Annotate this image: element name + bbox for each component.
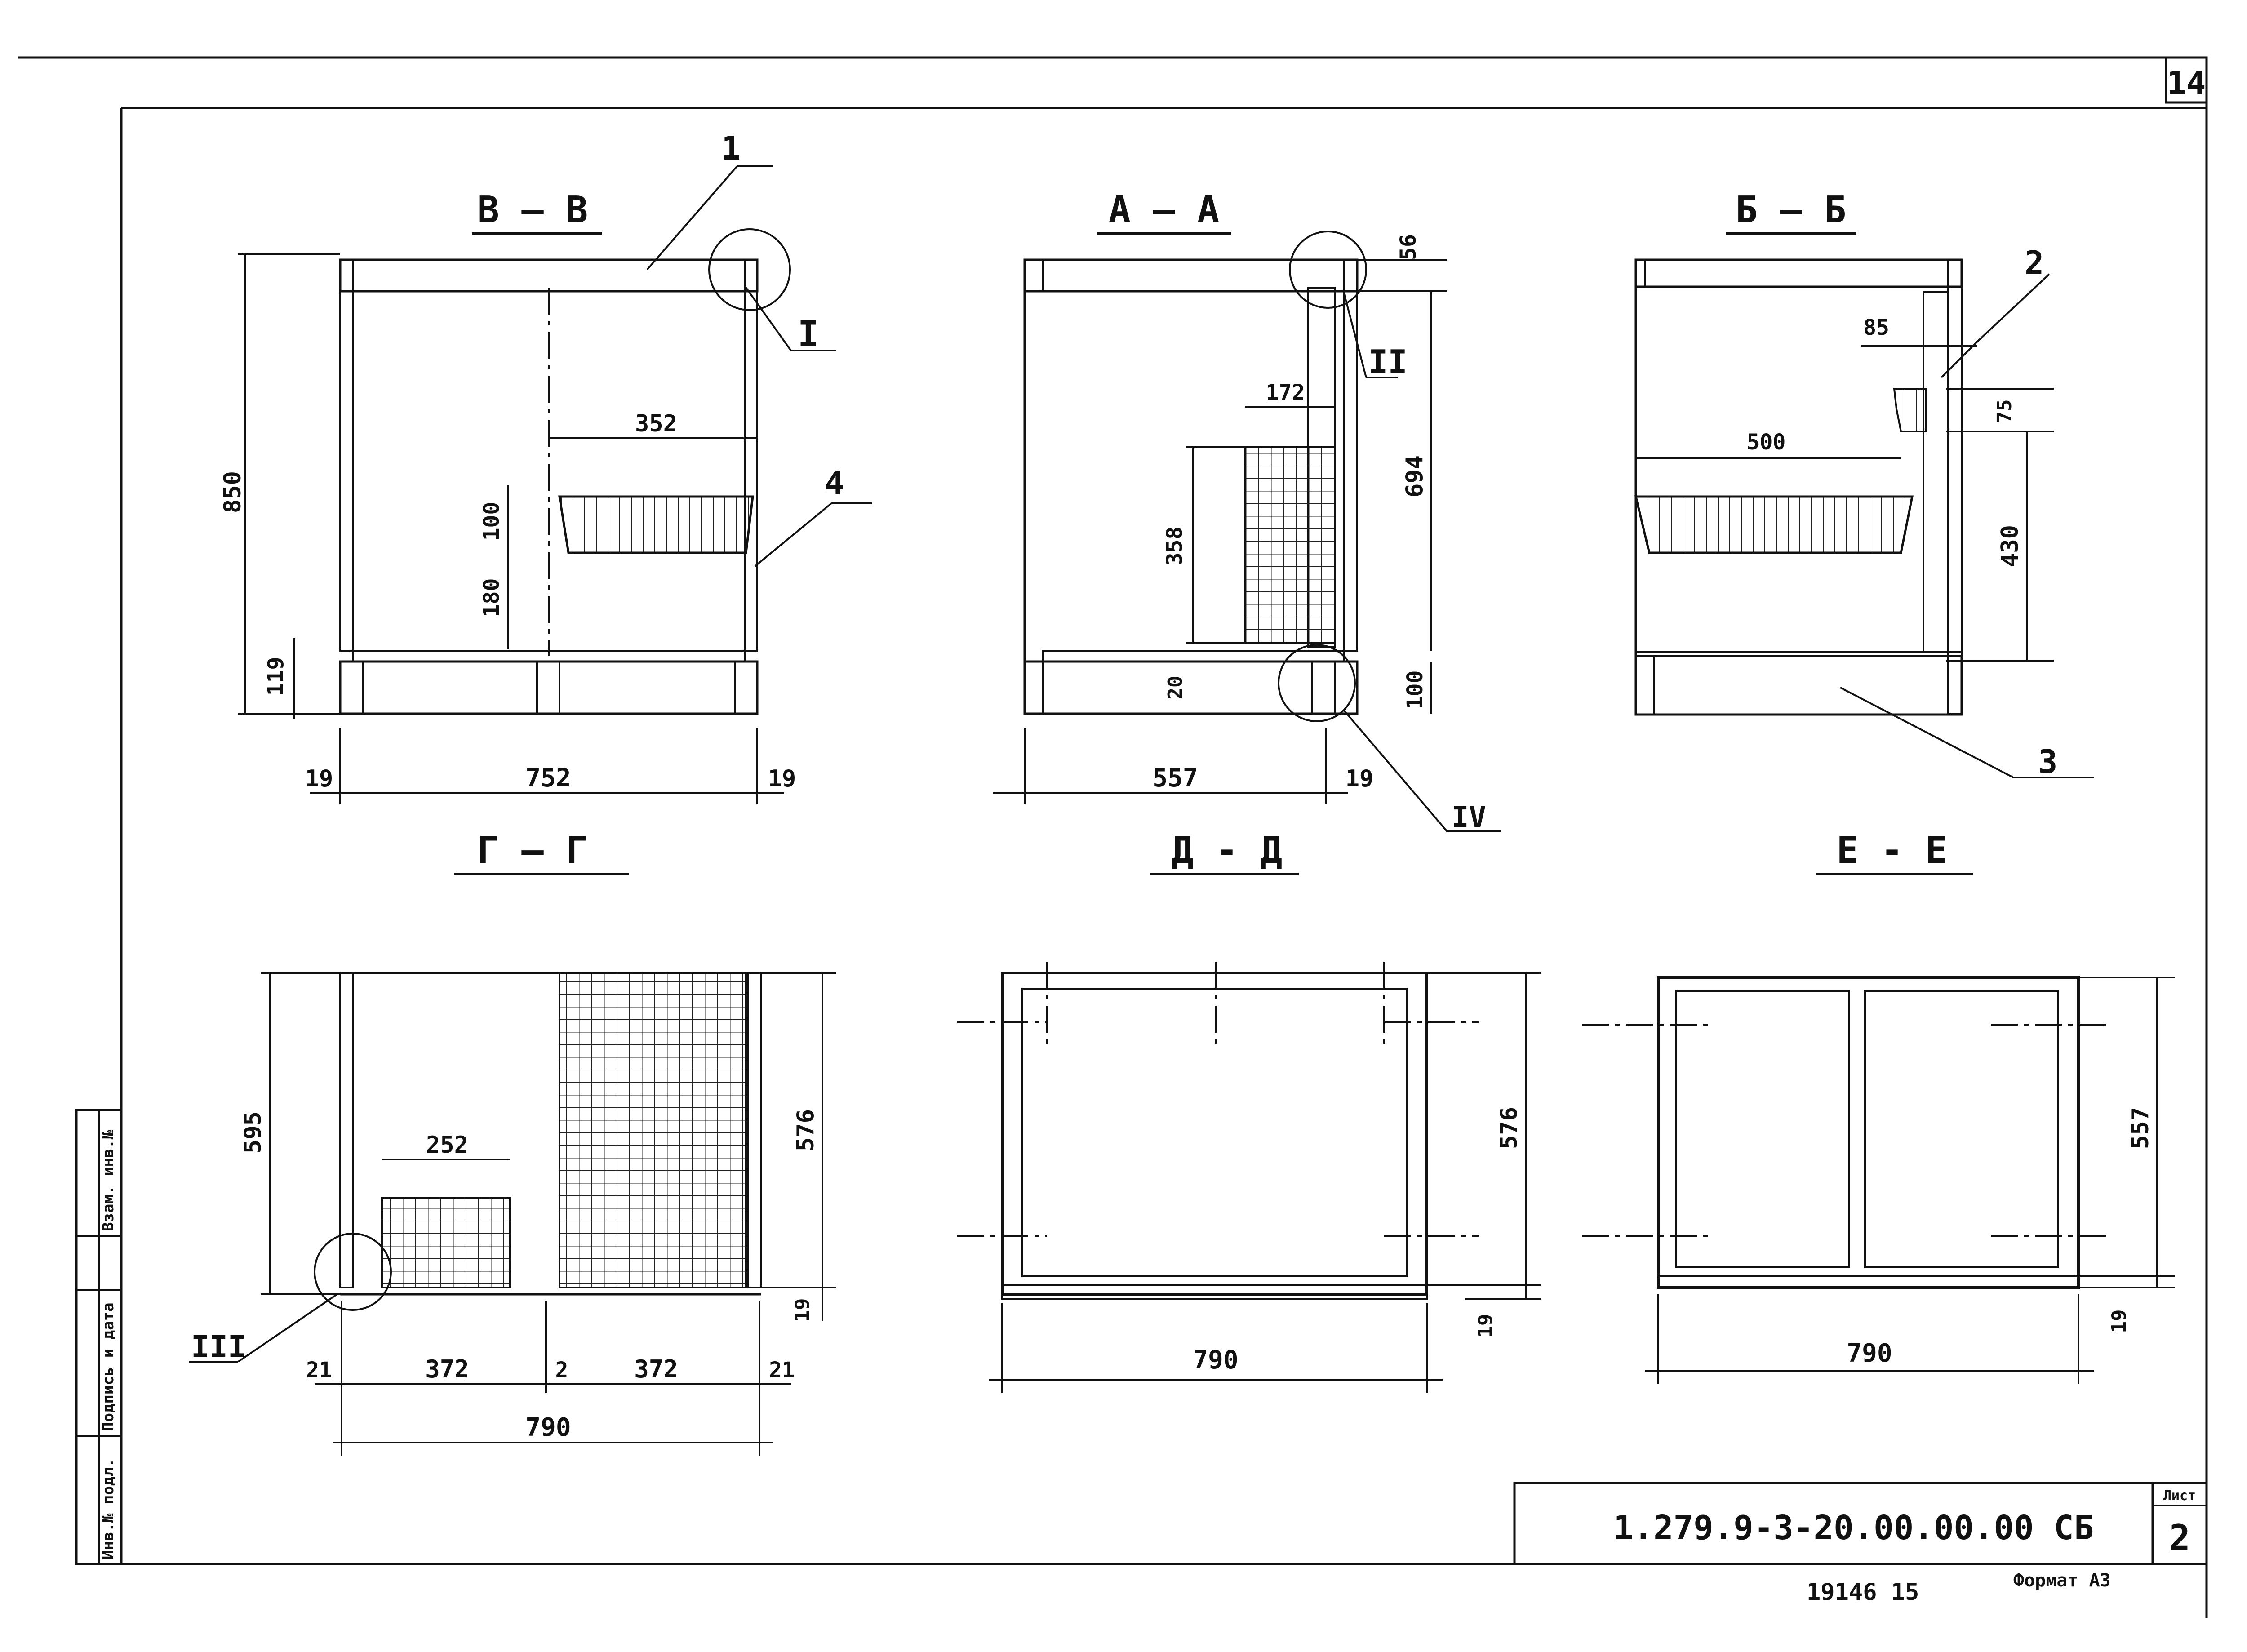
dim-252: 252 [426,1132,468,1159]
callout-2: 2 [2025,244,2044,282]
mesh-panel-gg-right [559,972,747,1288]
dim-500: 500 [1747,430,1786,455]
view-aa: А – А II IV 56 172 694 358 20 100 [993,189,1501,834]
mesh-panel-gg-left [381,1197,511,1288]
dim-19-dd: 19 [1474,1314,1497,1338]
basket-bb [1634,495,1914,554]
title-block [1513,1482,2208,1565]
dim-19-left: 19 [305,765,333,792]
dim-372-left: 372 [425,1355,469,1383]
view-dd: Д - Д 576 19 790 [957,829,1541,1393]
callout-I: I [798,314,819,355]
dim-85: 85 [1863,315,1889,340]
view-title-ee: Е - Е [1837,829,1948,872]
dim-100-aa: 100 [1403,671,1428,710]
stamp-inv-original: Инв.№ подл. [99,1458,117,1559]
side-stamp: Инв.№ подл. Подпись и дата Взам. инв.№ [75,1109,123,1565]
dim-358: 358 [1162,527,1187,566]
dim-557: 557 [1152,764,1198,793]
dim-20: 20 [1164,676,1187,700]
dim-790-gg: 790 [525,1413,571,1442]
drawing-code: 1.279.9-3-20.00.00.00 СБ [1613,1509,2094,1547]
callout-III: III [191,1329,246,1365]
sheet-number: 14 [2167,64,2206,102]
dim-850: 850 [219,471,246,513]
dim-172: 172 [1266,380,1305,405]
dim-752: 752 [525,764,571,793]
stamp-replaced-inv: Взам. инв.№ [99,1130,117,1231]
dim-19-right: 19 [768,765,796,792]
dim-56: 56 [1396,234,1421,260]
view-ee: Е - Е 557 19 790 [1582,829,2175,1384]
dim-694: 694 [1401,455,1428,497]
dim-119: 119 [263,657,289,696]
inventory-number: 19146 15 [1807,1579,1919,1606]
view-title-dd: Д - Д [1172,829,1283,872]
dim-430: 430 [1997,525,2024,567]
dim-557-ee: 557 [2127,1107,2154,1149]
callout-3: 3 [2038,743,2057,781]
dim-576: 576 [792,1109,819,1151]
dim-19-aa: 19 [1346,765,1374,792]
stamp-signature-date: Подпись и дата [99,1302,117,1431]
dim-19-ee: 19 [2108,1310,2131,1333]
callout-IV: IV [1452,801,1486,834]
dim-576-dd: 576 [1496,1107,1523,1149]
sheet-index: 2 [2169,1517,2190,1559]
callout-II: II [1368,343,1408,381]
view-vv: В – В 1 4 I 850 352 100 180 119 [219,129,872,804]
dim-19-gg: 19 [791,1298,814,1322]
view-title-gg: Г – Г [477,829,588,872]
dim-595: 595 [240,1111,266,1154]
dim-372-right: 372 [634,1355,678,1383]
dim-180: 180 [479,578,504,617]
view-gg: Г – Г III 595 252 576 19 21 372 2 372 21 [189,829,836,1456]
shelf-bracket-bb [1893,388,1927,432]
view-bb: Б – Б 2 3 85 75 500 430 [1634,189,2094,781]
callout-1: 1 [721,129,741,167]
view-title-bb: Б – Б [1736,189,1847,231]
dim-21-right: 21 [769,1358,795,1383]
dim-75: 75 [1993,400,2016,423]
sheet-label: Лист [2163,1488,2196,1504]
mesh-panel-aa [1244,446,1336,644]
format-label: Формат А3 [2013,1570,2111,1591]
view-title-aa: А – А [1109,189,1220,231]
dim-790-dd: 790 [1193,1346,1238,1375]
dim-21-left: 21 [306,1358,332,1383]
dim-352: 352 [635,410,677,437]
view-title-vv: В – В [477,189,588,231]
dim-2: 2 [555,1358,568,1383]
dim-790-ee: 790 [1847,1339,1892,1368]
callout-4: 4 [825,464,844,502]
basket-vv [558,495,754,554]
dim-100: 100 [479,502,504,541]
